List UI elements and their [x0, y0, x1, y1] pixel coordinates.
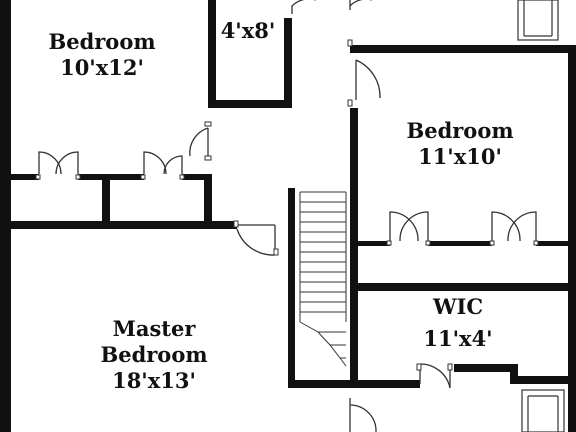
- left-exterior-wall: [0, 0, 11, 432]
- door-bedroom2-closet-d: [507, 211, 537, 242]
- bedroom2-closet-wall-2: [428, 241, 492, 246]
- master-name-line1: Master: [113, 316, 197, 341]
- door-bedroom2-closet-b: [399, 211, 429, 242]
- door-bedroom2-closet-c: [491, 211, 521, 242]
- bedroom2-size: 11'x10': [418, 144, 502, 169]
- closet-left-wall: [208, 0, 216, 108]
- door-jamb-marks: [35, 39, 539, 371]
- bottom-wall-mid: [454, 364, 516, 372]
- wic-name: WIC: [432, 294, 483, 319]
- closet-divider-wall: [102, 174, 110, 221]
- bedroom1-size: 10'x12': [60, 55, 144, 80]
- bottom-wall-step: [510, 364, 518, 384]
- wic-top-wall: [350, 283, 576, 291]
- door-closet-right-a: [143, 151, 167, 175]
- window-top-right: [517, 0, 559, 41]
- door-closet-top: [291, 0, 316, 14]
- door-closet-left-a: [38, 151, 62, 175]
- bedroom2-closet-wall-1: [358, 241, 390, 246]
- closet-end-wall: [204, 174, 212, 221]
- closet-header-2: [78, 174, 144, 180]
- bottom-wall-left: [288, 380, 420, 388]
- closet-size: 4'x8': [221, 18, 276, 43]
- door-bottom: [349, 398, 377, 432]
- right-exterior-wall: [568, 45, 576, 432]
- door-closet-left-b: [55, 151, 79, 175]
- staircase: [299, 191, 347, 367]
- stair-left-wall: [288, 188, 295, 388]
- door-bedroom1: [189, 127, 209, 157]
- closet-right-wall: [284, 18, 292, 108]
- wic-size: 11'x4': [423, 326, 492, 351]
- closet-bottom-wall: [208, 100, 292, 108]
- bedroom2-closet-wall-3: [536, 241, 568, 246]
- door-bedroom2: [355, 59, 381, 100]
- closet-header-3: [182, 174, 208, 180]
- bedroom1-name: Bedroom: [48, 29, 155, 54]
- bedroom2-top-wall: [350, 45, 576, 53]
- door-top-center: [349, 0, 372, 10]
- master-size: 18'x13': [112, 368, 196, 393]
- window-bottom-right: [521, 389, 565, 432]
- bedroom2-name: Bedroom: [406, 118, 513, 143]
- bottom-wall-right: [510, 376, 572, 384]
- closet-header-1: [11, 174, 39, 180]
- hall-right-wall: [350, 108, 358, 388]
- master-name-line2: Bedroom: [100, 342, 207, 367]
- door-closet-right-b: [163, 155, 183, 175]
- master-top-wall: [0, 221, 237, 229]
